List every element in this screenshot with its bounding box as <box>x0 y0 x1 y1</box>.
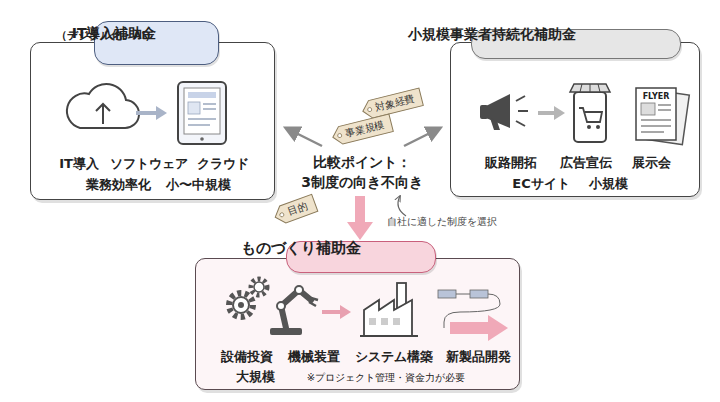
subsidy-title: ものづくり補助金 <box>241 238 361 257</box>
curved-arrow <box>398 196 406 216</box>
title-pill: ものづくり補助金 <box>286 241 436 273</box>
keyword-text: IT導入 <box>59 155 99 173</box>
tag-shape: 事業規模 <box>331 114 394 146</box>
tag-outline <box>361 88 424 120</box>
keyword-text: 小〜中規模 <box>166 176 231 194</box>
keyword-text: 広告宣伝 <box>560 154 612 172</box>
flyer-text: FLYER <box>643 92 670 101</box>
curved-arrow <box>398 196 406 216</box>
tag-shape: 目的 <box>272 194 318 225</box>
down-arrow <box>347 196 373 240</box>
keyword-text: ECサイト <box>512 175 569 193</box>
direction-arrow <box>286 128 322 146</box>
subsidy-box: IT導入ソフトウェアクラウド業務効率化小〜中規模IT導入補助金（デジタル化・AI… <box>30 42 275 200</box>
subsidy-box: 販路開拓広告宣伝展示会ECサイト小規模小規模事業者持続化補助金 <box>450 42 700 197</box>
down-arrow <box>347 222 373 240</box>
title-pill: IT導入補助金（デジタル化・AI） <box>94 21 219 65</box>
tag-outline <box>331 114 394 146</box>
center-heading: 3制度の向き不向き <box>301 174 423 192</box>
tag-hole <box>279 212 284 217</box>
subsidy-title: 小規模事業者持続化補助金 <box>408 27 576 45</box>
tag-hole <box>337 133 342 138</box>
keyword-text: 業務効率化 <box>86 176 151 194</box>
subsidy-subtitle: （デジタル化・AI） <box>56 29 157 43</box>
keyword-text: 大規模 <box>236 368 275 386</box>
note-text: 自社に適した制度を選択 <box>387 215 497 229</box>
tag-hole <box>367 107 372 112</box>
title-pill: 小規模事業者持続化補助金 <box>471 29 681 59</box>
keyword-text: 設備投資 <box>221 348 273 366</box>
keyword-text: 新製品開発 <box>446 348 511 366</box>
direction-arrow <box>404 128 440 146</box>
down-arrow <box>355 196 365 224</box>
keyword-text: 展示会 <box>632 154 671 172</box>
tag-outline <box>272 194 318 225</box>
keyword-text: 販路開拓 <box>485 154 537 172</box>
keyword-text: システム構築 <box>355 348 433 366</box>
keyword-text: ※プロジェクト管理・資金力が必要 <box>307 371 465 385</box>
subsidy-box: 設備投資機械装置システム構築新製品開発大規模※プロジェクト管理・資金力が必要もの… <box>195 258 520 390</box>
keyword-text: 機械装置 <box>288 348 340 366</box>
keyword-text: ソフトウェア <box>110 155 188 173</box>
keyword-text: 小規模 <box>589 175 628 193</box>
keyword-text: クラウド <box>197 155 249 173</box>
tag-shape: 対象経費 <box>361 88 424 120</box>
center-heading: 比較ポイント： <box>313 154 411 172</box>
